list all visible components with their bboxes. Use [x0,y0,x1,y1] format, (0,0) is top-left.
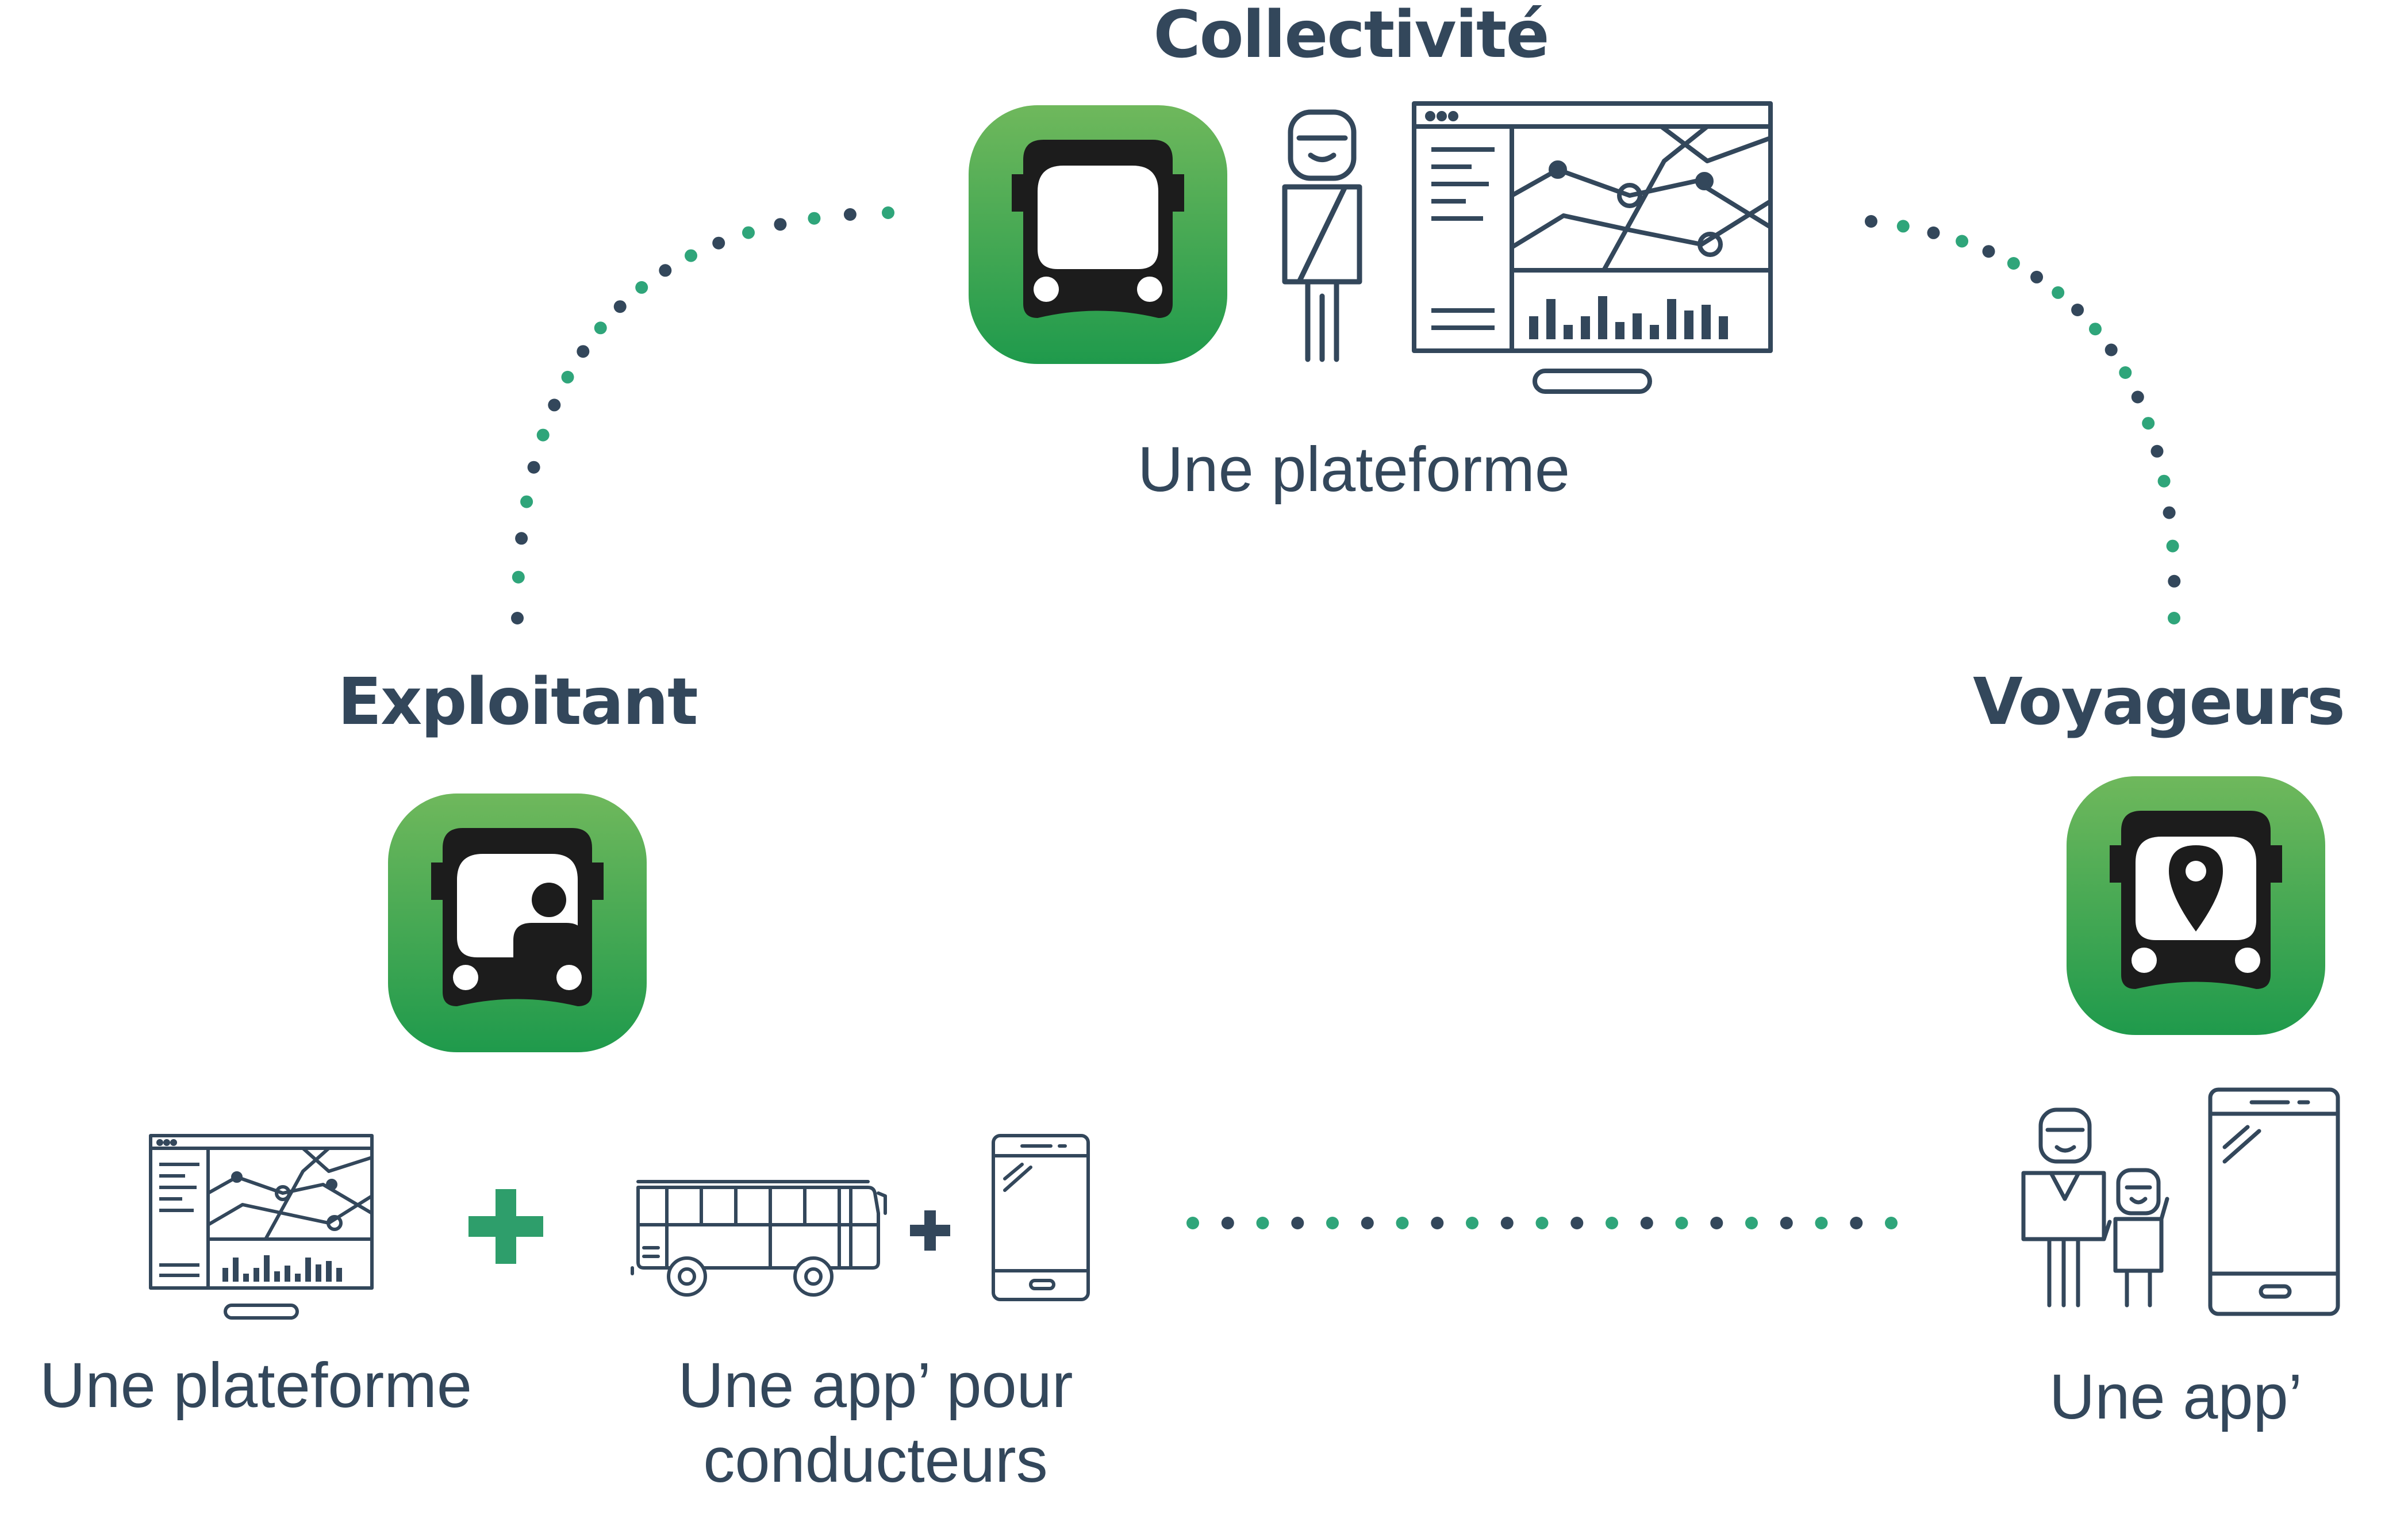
connector-dot [511,612,524,624]
connector-dot [561,370,574,384]
bus-location-app-icon [2067,776,2325,1035]
connector-dot [2168,612,2180,624]
connector-dot [1186,1217,1199,1229]
connector-dot [1606,1217,1618,1229]
connector-dot [882,206,894,219]
dashboard-monitor-icon [1412,101,1773,394]
connector-dot [1396,1217,1409,1229]
smartphone-icon [2208,1087,2340,1316]
connector-dot [2119,366,2132,379]
collectivite-title: Collectivité [1153,0,1549,72]
connector-dot [577,345,590,358]
connector-dot [548,398,561,412]
exploitant-app-caption-line2: conducteurs [703,1424,1048,1496]
collectivite-caption: Une plateforme [1137,434,1570,505]
connector-dot [1326,1217,1339,1229]
connector-dot [1815,1217,1828,1229]
connector-dot [1780,1217,1793,1229]
connector-dot [635,281,648,294]
connector-dot [843,208,857,221]
dotted-line-bottom [1186,1217,1898,1229]
connector-dot [613,300,627,313]
plus-icon [910,1210,950,1251]
connector-dot [1745,1217,1758,1229]
connector-dot [1466,1217,1478,1229]
bus-icon [631,1180,887,1297]
connector-dot [1982,245,1995,258]
connector-dot [2007,257,2020,270]
connector-dot [1570,1217,1584,1229]
connector-dot [1675,1217,1688,1229]
connector-dot [536,428,550,442]
connector-dot [512,570,525,584]
connector-dot [712,236,725,250]
connector-dot [594,321,607,335]
connector-dot [515,532,528,545]
connector-dot [2104,343,2118,356]
voyageurs-title: Voyageurs [1973,665,2345,739]
connector-dot [520,495,533,508]
family-icon [2021,1107,2169,1308]
connector-dot [2052,286,2065,299]
connector-dot [1431,1217,1444,1229]
dashboard-monitor-icon [149,1134,374,1320]
connector-dot [1885,1217,1898,1229]
connector-dot [1535,1217,1549,1229]
connector-dot [685,249,697,262]
official-person-icon [1282,109,1362,362]
connector-dot [1640,1217,1653,1229]
connector-dot [1865,215,1877,228]
connector-dot [2142,417,2155,430]
connector-dot [1500,1217,1514,1229]
connector-dot [527,461,540,474]
connector-dot [1927,226,1940,239]
connector-dot [2089,323,2102,336]
voyageurs-caption: Une app’ [2049,1362,2303,1432]
connector-dot [774,218,787,231]
connector-dot [2030,270,2044,283]
exploitant-platform-caption: Une plateforme [39,1350,473,1421]
bus-app-icon [969,105,1227,364]
exploitant-app-caption-line1: Une app’ pour [678,1350,1073,1421]
bus-driver-app-icon [388,793,647,1052]
dotted-arc-right [1865,215,2181,624]
connector-dot [2163,506,2176,519]
connector-dot [2071,304,2084,316]
connector-dot [2131,390,2144,404]
connector-dot [2150,444,2164,458]
exploitant-title: Exploitant [337,665,698,739]
connector-dot [1256,1217,1269,1229]
dotted-arc-left [511,206,894,624]
plus-icon [468,1189,543,1264]
connector-dot [1361,1217,1374,1229]
connector-dot [2166,539,2179,553]
connector-dot [1896,220,1910,233]
connector-dot [1956,235,1969,248]
connector-dot [1221,1217,1234,1229]
connector-dot [2157,474,2171,488]
connector-dot [808,212,821,225]
connector-dot [1710,1217,1723,1229]
connector-dot [659,264,672,277]
connector-dot [2168,574,2181,588]
connector-dot [1850,1217,1863,1229]
smartphone-icon [992,1134,1090,1301]
connector-dot [1291,1217,1304,1229]
connector-dot [742,226,755,239]
